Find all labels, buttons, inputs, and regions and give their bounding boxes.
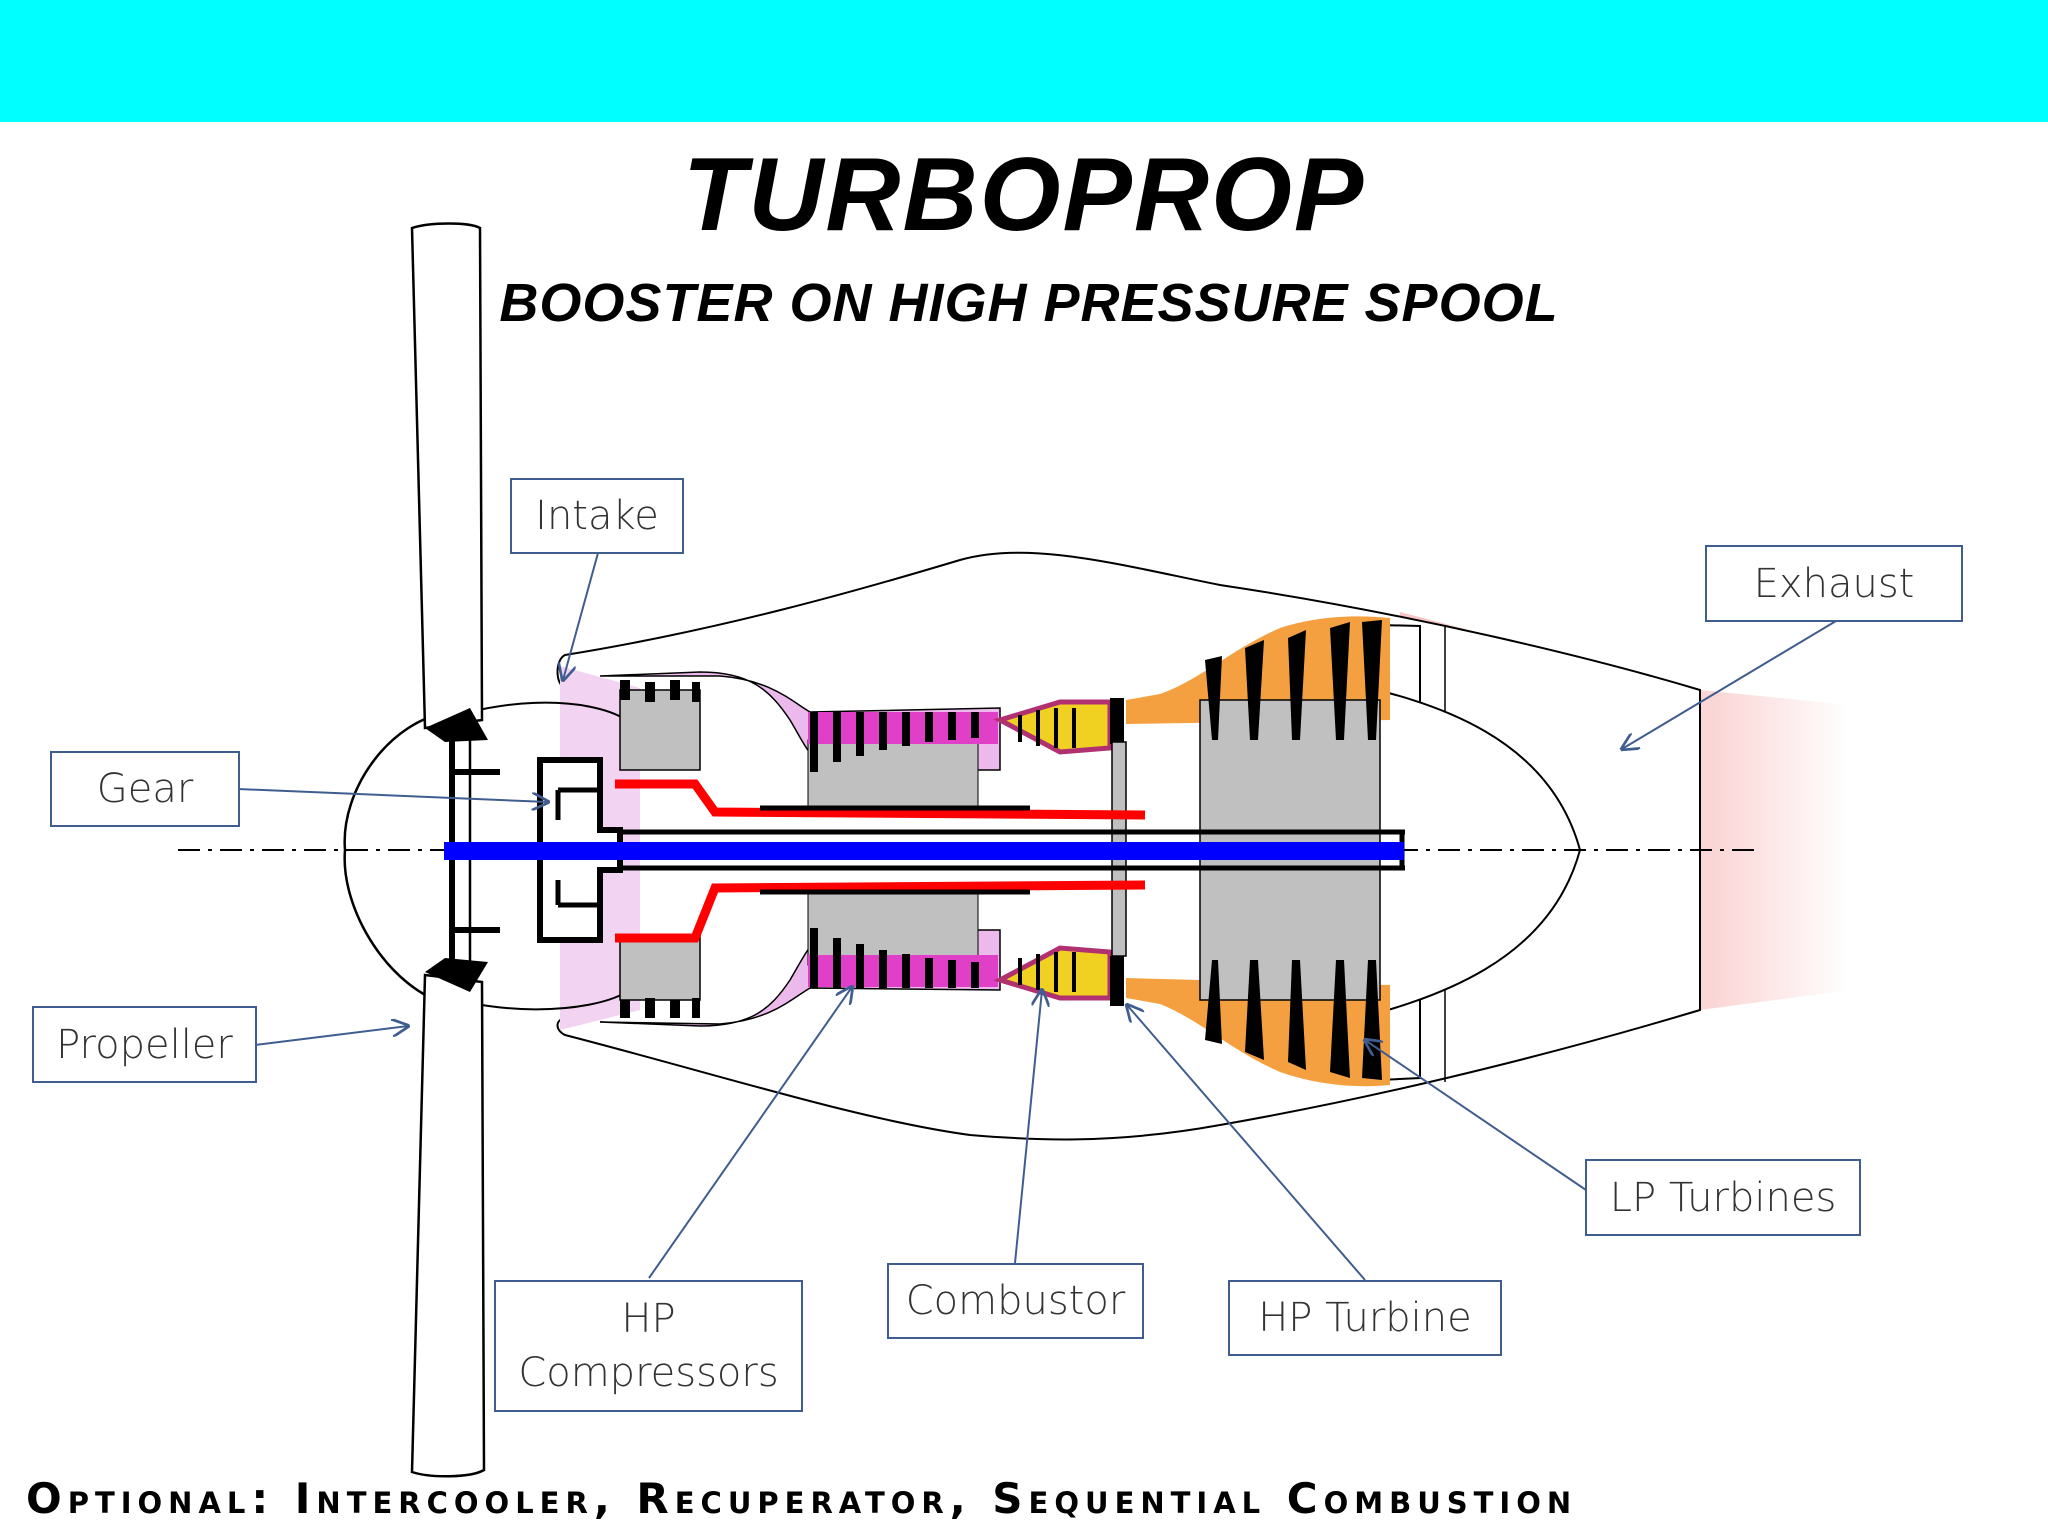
footnote: Optional: Intercooler, Recuperator, Sequ… (26, 1474, 1578, 1523)
top-banner (0, 0, 2048, 122)
hp-compressor-blades-upper (808, 712, 998, 772)
propeller-root-upper (425, 708, 488, 742)
label-lp-turbines: LP Turbines (1585, 1159, 1861, 1236)
lp-shaft (444, 842, 1404, 860)
booster-blades (620, 680, 700, 1018)
booster-disc-upper (619, 689, 701, 771)
label-gear: Gear (50, 751, 240, 827)
booster-disc-lower (619, 934, 701, 1001)
page-title: TURBOPROP (682, 137, 1366, 253)
label-intake: Intake (510, 478, 684, 554)
hp-turbine-leader (1127, 1005, 1366, 1281)
propeller-leader (254, 1026, 408, 1046)
exhaust-leader (1622, 620, 1837, 749)
propeller-root-lower (425, 958, 488, 992)
hp-turbine-blade-upper (1110, 698, 1124, 744)
label-hp-turbine: HP Turbine (1228, 1280, 1502, 1356)
label-propeller: Propeller (32, 1006, 257, 1083)
hp-spool-upper (615, 779, 1146, 820)
label-exhaust: Exhaust (1705, 545, 1963, 622)
hp-compressors-leader (648, 987, 852, 1279)
lp-turbine-blades-upper (1205, 620, 1382, 740)
propeller-blade-upper (410, 222, 484, 730)
intake-leader (563, 552, 599, 680)
lp-turbines-leader (1365, 1040, 1587, 1191)
hp-turbine-blade-lower (1110, 956, 1124, 1006)
hp-compressor-blades-lower (808, 928, 998, 988)
propeller-blade-lower (410, 973, 486, 1478)
gear-leader (237, 788, 548, 802)
page-subtitle: BOOSTER ON HIGH PRESSURE SPOOL (499, 273, 1559, 333)
label-combustor: Combustor (887, 1263, 1144, 1339)
label-hp-compressors: HP Compressors (494, 1280, 803, 1412)
hp-spool-lower (615, 880, 1146, 943)
combustor-leader (1014, 990, 1042, 1264)
